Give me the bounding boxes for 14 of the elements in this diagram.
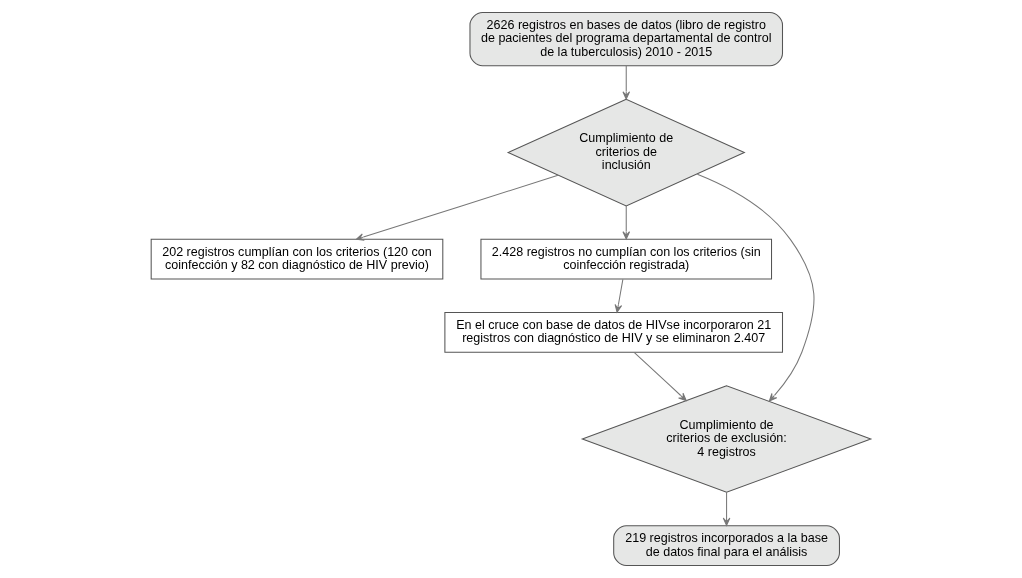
arrow <box>622 65 631 100</box>
arrow <box>633 351 687 402</box>
node-box: 219 registros incorporados a la base de datos final para el análisis <box>613 525 840 566</box>
node-box: 2626 registros en bases de datos (libro de registro de pacientes del programa departamental de control de la tuberculosis) 2010 - 2015 <box>469 12 784 67</box>
arrow <box>355 174 559 241</box>
node-box: 202 registros cumplían con los criterios (120 con coinfección y 82 con diagnóstico de HIV previo) <box>150 238 444 280</box>
arrow <box>722 491 731 526</box>
arrow <box>622 205 631 240</box>
node-box: En el cruce con base de datos de HIVse incorporaron 21 registros con diagnóstico de HIV y se eliminaron 2.407 <box>444 312 784 353</box>
node-box: 2.428 registros no cumplían con los criterios (sin coinfección registrada) <box>480 238 773 280</box>
node-diamond: Cumplimiento de criterios de inclusión <box>506 98 746 207</box>
arrow <box>696 173 815 402</box>
arrow <box>614 278 624 313</box>
node-diamond: Cumplimiento de criterios de exclusión: 4 registros <box>580 385 873 493</box>
